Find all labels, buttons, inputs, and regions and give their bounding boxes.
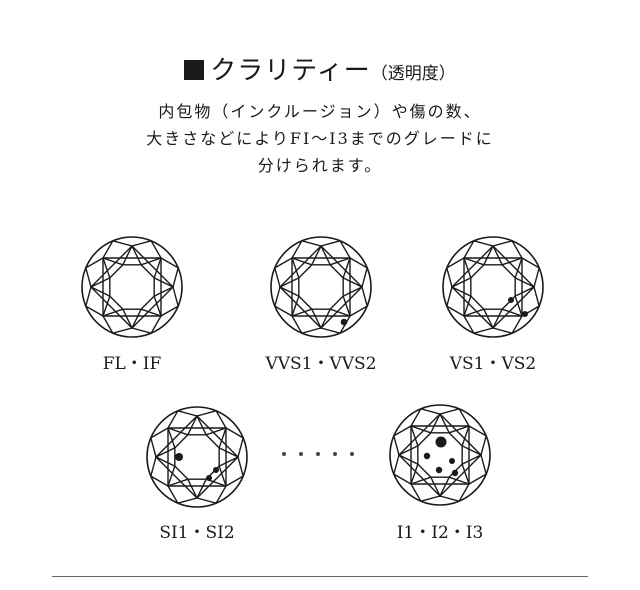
inclusion-dot [175, 453, 183, 461]
page-title: クラリティー（透明度） [0, 50, 640, 87]
description-line-2: 大きさなどによりFI〜I3までのグレードに [146, 129, 494, 148]
description-line-1: 内包物（インクルージョン）や傷の数、 [158, 102, 482, 121]
description-line-3: 分けられます。 [257, 156, 383, 175]
title-subtitle: （透明度） [370, 64, 456, 84]
diamond-vvs [266, 232, 376, 342]
inclusion-dot [522, 311, 528, 317]
grade-label-vvs: VVS1・VVS2 [265, 354, 377, 374]
diamond-i [385, 400, 495, 510]
grade-label-vs: VS1・VS2 [449, 354, 537, 374]
inclusion-dot [340, 318, 348, 326]
diamond-top-view-icon [389, 404, 491, 506]
divider [52, 576, 588, 577]
diamond-vs [438, 232, 548, 342]
grade-label-fl-if: FL・IF [102, 354, 162, 374]
diamond-top-view-icon [146, 406, 248, 508]
diamond-top-view-icon [81, 236, 183, 338]
description: 内包物（インクルージョン）や傷の数、 大きさなどによりFI〜I3までのグレードに… [0, 98, 640, 179]
title-text: クラリティー [210, 56, 371, 86]
diamond-si [142, 402, 252, 512]
inclusion-dot [206, 475, 212, 481]
black-square-icon [184, 60, 205, 80]
grade-label-i: I1・I2・I3 [396, 523, 484, 543]
diamond-fl-if [77, 232, 187, 342]
grade-label-si: SI1・SI2 [159, 523, 235, 543]
inclusion-dot [449, 458, 455, 464]
inclusion-dot [451, 469, 459, 477]
inclusion-dot [435, 466, 443, 474]
inclusion-dot [508, 297, 514, 303]
diamond-top-view-icon [442, 236, 544, 338]
inclusion-dot [435, 436, 447, 448]
ellipsis-dots-icon [282, 450, 362, 460]
diamond-top-view-icon [270, 236, 372, 338]
inclusion-dot [213, 467, 219, 473]
inclusion-dot [423, 452, 431, 460]
